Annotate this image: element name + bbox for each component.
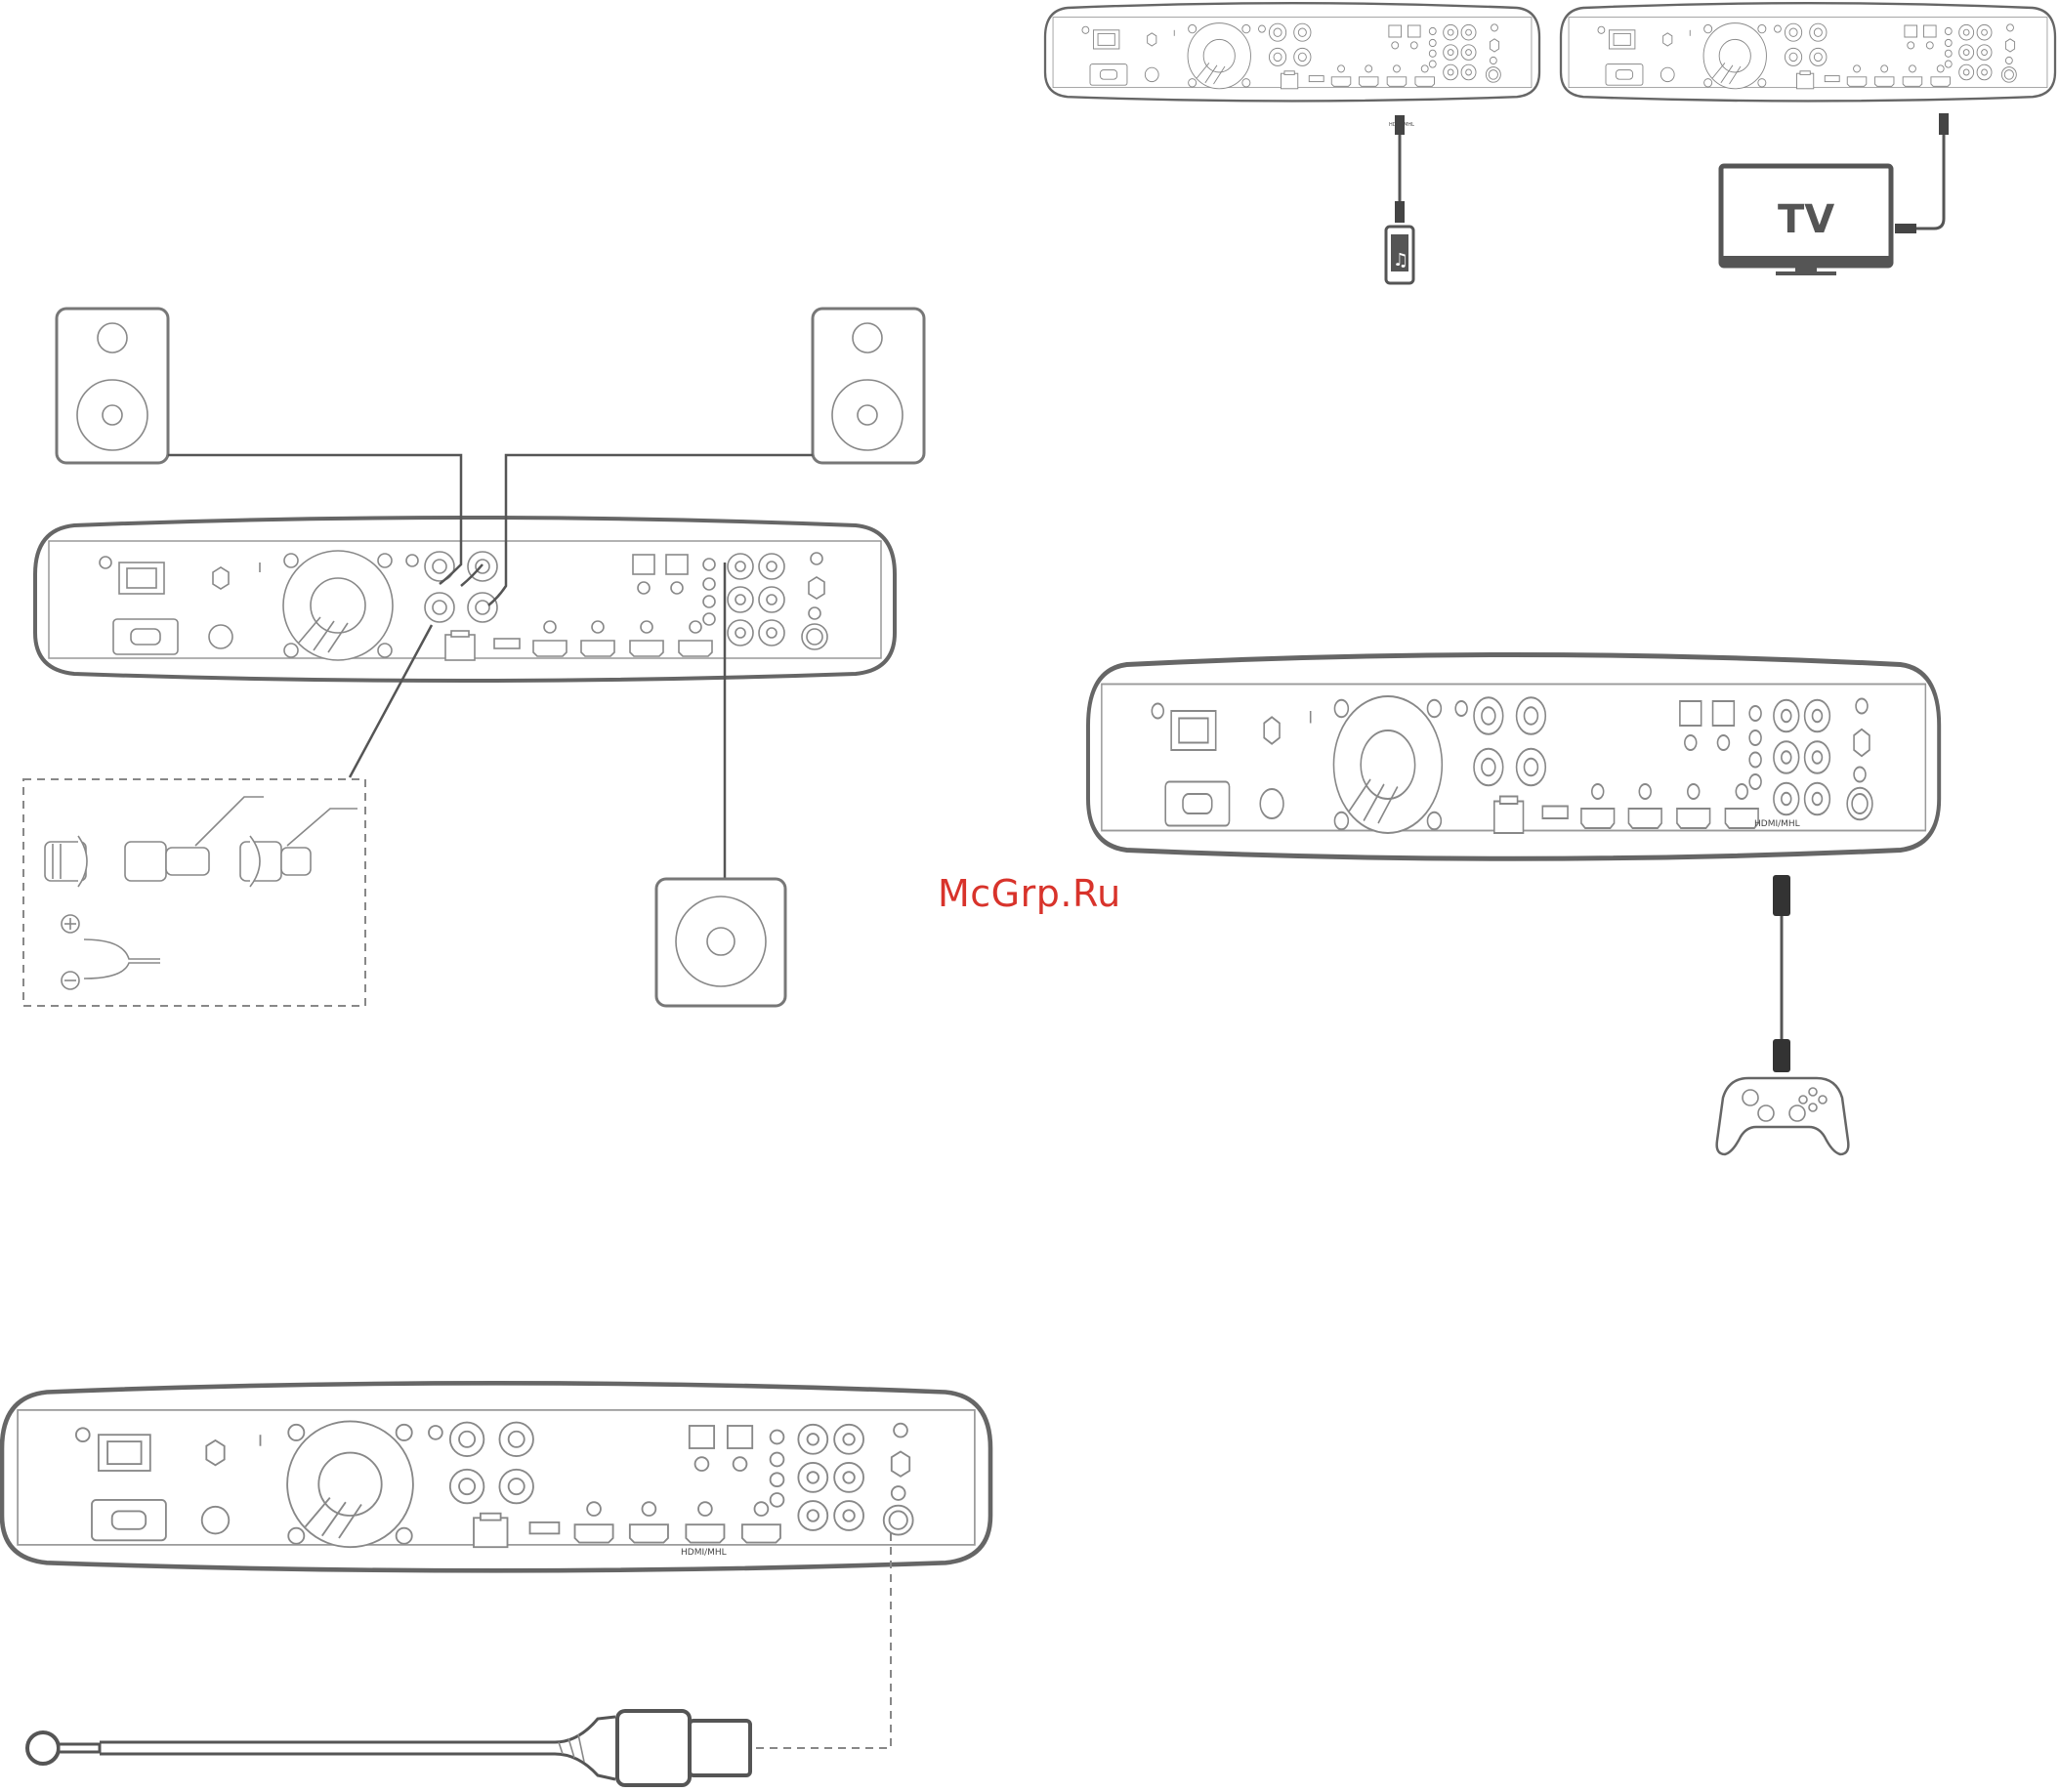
speaker-connection-diagram	[23, 309, 924, 1006]
tv-label: TV	[1778, 197, 1834, 242]
fm-antenna-diagram: HDMI/MHL	[2, 1383, 990, 1785]
receiver-rear-panel	[1088, 655, 1939, 859]
receiver-rear-panel	[1045, 3, 1539, 101]
receiver-rear-panel	[2, 1383, 990, 1570]
svg-text:♫: ♫	[1393, 250, 1408, 271]
speaker-icon	[813, 309, 924, 463]
hdmi-mhl-label: HDMI/MHL	[1754, 819, 1800, 829]
subwoofer-icon	[656, 879, 785, 1006]
game-console-diagram: HDMI/MHL	[1088, 655, 1939, 1155]
banana-plug-icon	[45, 797, 357, 887]
phone-music-icon: ♫	[1386, 227, 1413, 283]
receiver-rear-panel	[35, 518, 895, 681]
fm-antenna-icon	[27, 1711, 750, 1785]
speaker-wire-detail	[23, 779, 365, 1006]
game-controller-icon	[1717, 1078, 1849, 1154]
hdmi-source-diagram: HDMI/MHL ♫ TV	[1045, 3, 2055, 283]
speaker-icon	[57, 309, 168, 463]
receiver-rear-panel	[1561, 3, 2055, 101]
watermark: McGrp.Ru	[938, 872, 1121, 915]
tv-icon: TV	[1721, 166, 1891, 275]
svg-text:HDMI/MHL: HDMI/MHL	[681, 1548, 727, 1558]
